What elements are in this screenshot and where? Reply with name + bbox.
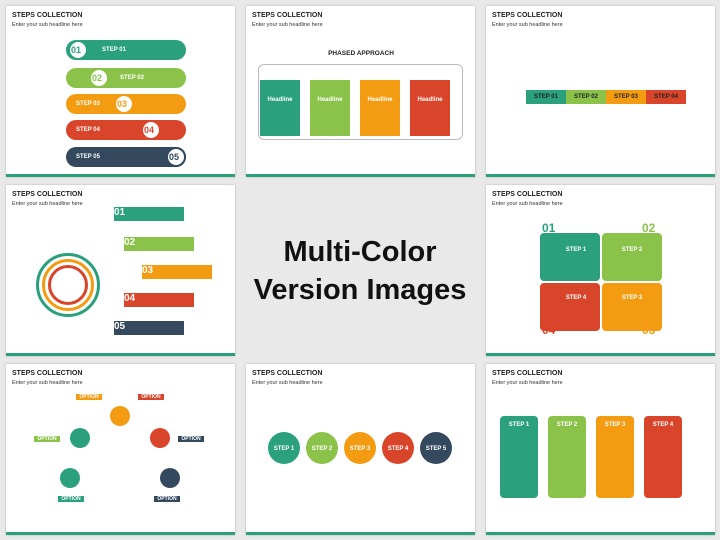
- option-label: OPTION: [154, 496, 180, 502]
- step-label: STEP 4: [652, 422, 674, 428]
- step-label: STEP 3: [621, 295, 643, 301]
- step-label: STEP 01: [534, 94, 558, 100]
- step-label: STEP 04: [76, 127, 100, 133]
- slide-title: STEPS COLLECTION: [12, 191, 83, 198]
- step-label: STEP 02: [120, 75, 144, 81]
- step-number: 01: [542, 221, 556, 235]
- card-headline: Headline: [367, 97, 393, 103]
- slide-subtitle: Enter your sub headline here: [252, 380, 323, 386]
- step-number: 03: [642, 323, 656, 337]
- slide-7-thumbnail[interactable]: STEPS COLLECTION Enter your sub headline…: [246, 364, 475, 535]
- step-label: STEP 5: [425, 446, 447, 452]
- step-number: 02: [92, 73, 103, 83]
- slide-title: STEPS COLLECTION: [492, 370, 563, 377]
- step-number: 03: [142, 265, 154, 276]
- phased-heading: PHASED APPROACH: [328, 50, 394, 57]
- slide-title: STEPS COLLECTION: [252, 12, 323, 19]
- slide-subtitle: Enter your sub headline here: [492, 22, 563, 28]
- option-label: OPTION: [76, 394, 102, 400]
- step-number: 05: [169, 152, 180, 162]
- card-headline: Headline: [267, 97, 293, 103]
- step-number: 04: [542, 323, 556, 337]
- step-label: STEP 2: [556, 422, 578, 428]
- step-number: 02: [124, 237, 136, 248]
- slide-2-thumbnail[interactable]: STEPS COLLECTION Enter your sub headline…: [246, 6, 475, 177]
- step-label: STEP 04: [654, 94, 678, 100]
- step-number: 02: [642, 221, 656, 235]
- slide-5-thumbnail[interactable]: STEPS COLLECTION Enter your sub headline…: [486, 185, 715, 356]
- slide-subtitle: Enter your sub headline here: [492, 201, 563, 207]
- slide-subtitle: Enter your sub headline here: [252, 22, 323, 28]
- step-label: STEP 4: [565, 295, 587, 301]
- step-label: STEP 1: [508, 422, 530, 428]
- step-number: 04: [144, 125, 155, 135]
- slide-3-thumbnail[interactable]: STEPS COLLECTION Enter your sub headline…: [486, 6, 715, 177]
- step-label: STEP 03: [76, 101, 100, 107]
- step-label: STEP 01: [102, 47, 126, 53]
- step-label: STEP 2: [621, 247, 643, 253]
- slide-1-thumbnail[interactable]: STEPS COLLECTION Enter your sub headline…: [6, 6, 235, 177]
- step-number: 03: [117, 99, 128, 109]
- slide-subtitle: Enter your sub headline here: [12, 22, 83, 28]
- slide-title: STEPS COLLECTION: [492, 191, 563, 198]
- step-label: STEP 1: [565, 247, 587, 253]
- card-headline: Headline: [417, 97, 443, 103]
- slide-6-thumbnail[interactable]: STEPS COLLECTION Enter your sub headline…: [6, 364, 235, 535]
- step-label: STEP 3: [604, 422, 626, 428]
- center-line-2: Version Images: [253, 274, 467, 306]
- step-number: 01: [71, 45, 82, 55]
- slide-title: STEPS COLLECTION: [12, 370, 83, 377]
- option-label: OPTION: [178, 436, 204, 442]
- option-label: OPTION: [138, 394, 164, 400]
- slide-8-thumbnail[interactable]: STEPS COLLECTION Enter your sub headline…: [486, 364, 715, 535]
- slide-4-thumbnail[interactable]: STEPS COLLECTION Enter your sub headline…: [6, 185, 235, 356]
- slide-title: STEPS COLLECTION: [252, 370, 323, 377]
- center-title: Multi-Color Version Images: [246, 233, 474, 309]
- step-label: STEP 4: [387, 446, 409, 452]
- step-label: STEP 05: [76, 154, 100, 160]
- step-label: STEP 1: [273, 446, 295, 452]
- slide-title: STEPS COLLECTION: [492, 12, 563, 19]
- step-label: STEP 3: [349, 446, 371, 452]
- step-label: STEP 02: [574, 94, 598, 100]
- step-label: STEP 03: [614, 94, 638, 100]
- step-number: 04: [124, 293, 136, 304]
- slide-title: STEPS COLLECTION: [12, 12, 83, 19]
- center-line-1: Multi-Color: [283, 236, 437, 268]
- step-number: 01: [114, 207, 126, 218]
- slide-subtitle: Enter your sub headline here: [12, 380, 83, 386]
- slide-subtitle: Enter your sub headline here: [12, 201, 83, 207]
- card-headline: Headline: [317, 97, 343, 103]
- option-label: OPTION: [58, 496, 84, 502]
- step-number: 05: [114, 321, 126, 332]
- step-label: STEP 2: [311, 446, 333, 452]
- slide-subtitle: Enter your sub headline here: [492, 380, 563, 386]
- option-label: OPTION: [34, 436, 60, 442]
